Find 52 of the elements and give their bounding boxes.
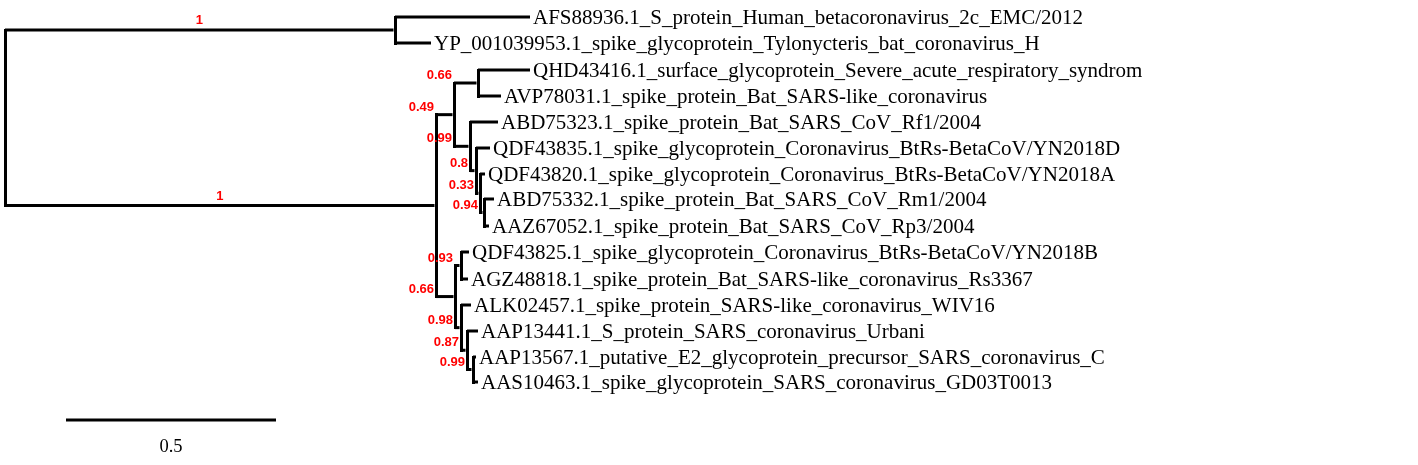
tree-branch [5, 204, 435, 208]
taxon-label: AVP78031.1_spike_protein_Bat_SARS-like_coronavirus [504, 85, 988, 107]
clade-bracket [476, 68, 480, 98]
taxon-label: QDF43835.1_spike_glycoprotein_Coronavirus_BtRs-BetaCoV/YN2018D [493, 137, 1121, 159]
clade-bracket [452, 81, 456, 148]
support-value: 0.98 [427, 312, 453, 327]
clade-bracket [468, 120, 472, 173]
support-value: 0.87 [433, 335, 459, 350]
clade-bracket [478, 172, 482, 214]
taxon-label: YP_001039953.1_spike_glycoprotein_Tylonycteris_bat_coronavirus_H [434, 32, 1040, 54]
taxon-label: QHD43416.1_surface_glycoprotein_Severe_acute_respiratory_syndrom [533, 59, 1143, 81]
clade-bracket [459, 250, 463, 281]
clade-bracket [453, 264, 457, 330]
support-value: 0.8 [449, 155, 468, 170]
taxon-label: AAP13567.1_putative_E2_glycoprotein_precursor_SARS_coronavirus_C [479, 346, 1105, 368]
taxon-label: ALK02457.1_spike_protein_SARS-like_coronavirus_WIV16 [474, 294, 995, 316]
tree-branch [395, 15, 530, 19]
tree-branch [395, 41, 431, 45]
tree-branch [436, 113, 453, 117]
clade-bracket [482, 197, 486, 228]
support-value: 1 [195, 13, 203, 27]
clade-bracket [471, 355, 475, 384]
taxon-label: AAS10463.1_spike_glycoprotein_SARS_coronavirus_GD03T0013 [481, 371, 1053, 393]
clade-bracket [459, 303, 463, 352]
support-value: 0.99 [439, 354, 465, 369]
support-value: 0.49 [408, 99, 434, 114]
tree-branch [480, 211, 483, 214]
taxon-label: AFS88936.1_S_protein_Human_betacoronavirus_2c_EMC/2012 [533, 6, 1084, 28]
taxon-label: QDF43820.1_spike_glycoprotein_Coronavirus_BtRs-BetaCoV/YN2018A [488, 163, 1116, 185]
tree-branch [476, 191, 479, 195]
tree-branch [454, 81, 477, 85]
taxon-label: AGZ48818.1_spike_protein_Bat_SARS-like_coronavirus_Rs3367 [471, 268, 1033, 290]
taxon-label: ABD75332.1_spike_protein_Bat_SARS_CoV_Rm1/2004 [497, 188, 987, 210]
clade-bracket [465, 329, 469, 371]
scale-value: 0.5 [159, 435, 183, 457]
support-value: 1 [216, 188, 224, 203]
support-value: 0.33 [448, 178, 474, 193]
tree-branch [470, 120, 498, 124]
clade-bracket [474, 146, 478, 195]
clade-bracket [393, 15, 397, 45]
taxon-label: AAZ67052.1_spike_protein_Bat_SARS_CoV_Rp3/2004 [492, 215, 975, 237]
support-value: 0.66 [426, 68, 452, 82]
tree-branch [436, 295, 454, 299]
taxon-label: AAP13441.1_S_protein_SARS_coronavirus_Urbani [481, 320, 925, 342]
taxon-label: ABD75323.1_spike_protein_Bat_SARS_CoV_Rf1/2004 [501, 111, 982, 133]
support-value: 0.66 [408, 281, 434, 296]
clade-bracket [3, 28, 7, 208]
taxon-label: QDF43825.1_spike_glycoprotein_Coronavirus_BtRs-BetaCoV/YN2018B [472, 241, 1098, 263]
tree-branch [5, 28, 394, 32]
support-value: 0.94 [452, 197, 478, 212]
tree-branch [478, 68, 530, 72]
tree-branch [478, 94, 501, 98]
